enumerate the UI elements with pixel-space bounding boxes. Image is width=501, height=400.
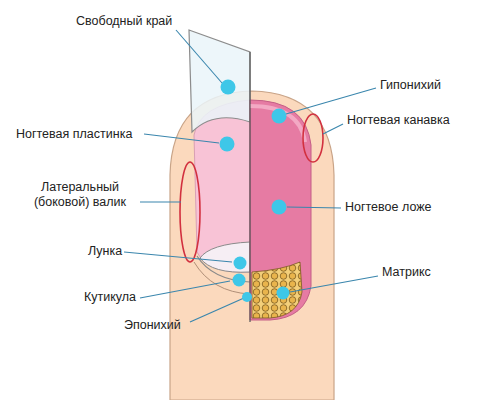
part-label: Гипонихий: [380, 78, 441, 93]
part-label: Ногтевая пластинка: [16, 127, 132, 142]
free-edge: [189, 30, 250, 132]
part-label: Ногтевая канавка: [347, 113, 450, 128]
section-line: [249, 52, 250, 322]
part-label: Кутикула: [84, 290, 136, 305]
part-label: Свободный край: [76, 14, 172, 29]
nail-plate: [194, 100, 250, 272]
leader-lines: [124, 30, 378, 322]
part-label: Эпонихий: [124, 318, 181, 333]
matrix: [252, 262, 302, 318]
part-label: Ногтевое ложе: [345, 200, 432, 215]
finger-outline: [170, 91, 334, 400]
part-label: Латеральный (боковой) валик: [22, 180, 138, 210]
part-label: Лунка: [88, 244, 122, 259]
marker-dots: [220, 80, 290, 303]
lateral-fold-mark: [180, 162, 200, 262]
part-label: Матрикс: [382, 265, 431, 280]
nail-bed: [250, 100, 311, 320]
nail-groove-mark: [303, 114, 323, 162]
